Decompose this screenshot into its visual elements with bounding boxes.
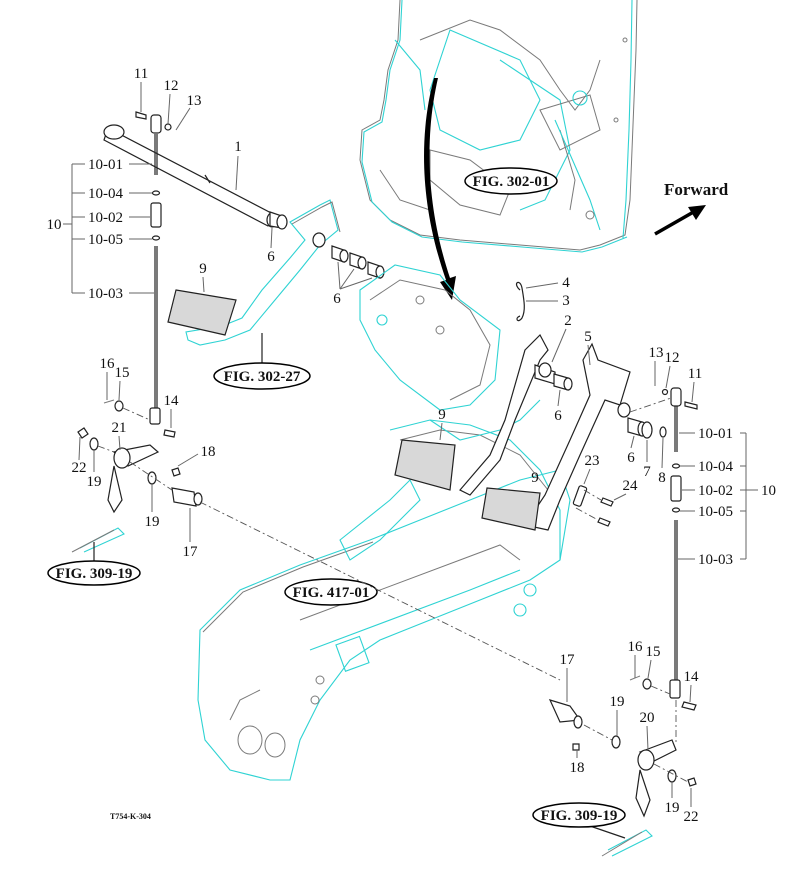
label-12-left: 12 xyxy=(164,78,179,94)
label-10-01-left: 10-01 xyxy=(88,157,123,173)
label-10-03-right: 10-03 xyxy=(698,552,733,568)
label-11-left: 11 xyxy=(134,66,148,82)
fig-302-01-label: FIG. 302-01 xyxy=(473,174,550,190)
label-10-right: 10 xyxy=(761,483,776,499)
fig-309-19-right-label: FIG. 309-19 xyxy=(541,808,618,824)
label-10-left: 10 xyxy=(47,217,62,233)
label-9-right-a: 9 xyxy=(438,407,446,423)
bushings-6-group xyxy=(331,245,385,279)
label-8: 8 xyxy=(658,470,666,486)
left-part-labels: 11 12 13 1 10 10-01 10-04 10-02 10-05 10… xyxy=(47,66,373,560)
left-brake-pedal xyxy=(167,199,341,346)
label-11-right: 11 xyxy=(688,366,702,382)
label-18-right: 18 xyxy=(570,760,585,776)
forward-label: Forward xyxy=(664,180,729,199)
label-19-right-b: 19 xyxy=(665,800,680,816)
cross-shaft xyxy=(103,124,278,228)
washer-7 xyxy=(641,421,653,439)
label-4: 4 xyxy=(562,275,570,291)
label-10-04-right: 10-04 xyxy=(698,459,733,475)
label-1: 1 xyxy=(234,139,242,155)
label-5: 5 xyxy=(584,329,592,345)
label-6-right-a: 6 xyxy=(554,408,562,424)
rod-assembly-right xyxy=(669,406,682,699)
label-13-left: 13 xyxy=(187,93,202,109)
right-brake-pedal-2 xyxy=(394,334,556,496)
label-19-left-a: 19 xyxy=(87,474,102,490)
right-brake-pedal-5 xyxy=(481,342,631,531)
label-22-left: 22 xyxy=(72,460,87,476)
label-16-left: 16 xyxy=(100,356,116,372)
switch-23 xyxy=(572,485,588,507)
snap-ring-8 xyxy=(659,426,667,438)
label-10-04-left: 10-04 xyxy=(88,186,123,202)
label-7: 7 xyxy=(643,464,651,480)
forward-arrow-icon xyxy=(654,205,706,236)
label-12-right: 12 xyxy=(665,350,680,366)
label-10-02-left: 10-02 xyxy=(88,210,123,226)
label-21: 21 xyxy=(112,420,127,436)
fig-302-01-callout[interactable]: FIG. 302-01 xyxy=(464,167,558,195)
label-14-left: 14 xyxy=(164,393,180,409)
label-19-left-b: 19 xyxy=(145,514,160,530)
label-6-left-b: 6 xyxy=(333,291,341,307)
label-10-05-right: 10-05 xyxy=(698,504,733,520)
label-10-01-right: 10-01 xyxy=(698,426,733,442)
fig-302-27-callout[interactable]: FIG. 302-27 xyxy=(213,333,311,390)
right-part-labels: 4 3 2 5 6 6 7 8 13 12 11 10-01 10-04 10-… xyxy=(438,275,776,825)
bushing-6-left xyxy=(269,211,288,230)
label-14-right: 14 xyxy=(684,669,700,685)
label-24: 24 xyxy=(623,478,639,494)
spring-3 xyxy=(515,281,525,322)
label-10-03-left: 10-03 xyxy=(88,286,123,302)
label-23: 23 xyxy=(585,453,600,469)
rod-assembly-left xyxy=(149,134,162,425)
clevis-right xyxy=(629,387,698,413)
label-9-left: 9 xyxy=(199,261,207,277)
label-17-right: 17 xyxy=(560,652,576,668)
label-10-05-left: 10-05 xyxy=(88,232,123,248)
left-lower-linkage xyxy=(71,399,561,681)
pedal-bracket xyxy=(359,264,501,411)
clevis-left xyxy=(135,111,172,134)
label-10-02-right: 10-02 xyxy=(698,483,733,499)
label-6-right-b: 6 xyxy=(627,450,635,466)
label-13-right: 13 xyxy=(649,345,664,361)
fig-309-19-left-callout[interactable]: FIG. 309-19 xyxy=(47,542,141,586)
fig-309-19-left-label: FIG. 309-19 xyxy=(56,566,133,582)
drawing-code: T754-K-304 xyxy=(110,812,151,821)
bushing-6-right-a xyxy=(553,373,573,391)
label-6-left-a: 6 xyxy=(267,249,275,265)
label-9-right-b: 9 xyxy=(531,470,539,486)
fig-417-01-callout[interactable]: FIG. 417-01 xyxy=(284,578,378,606)
transmission-housing xyxy=(197,399,571,781)
label-22-right: 22 xyxy=(684,809,699,825)
label-16-right: 16 xyxy=(628,639,644,655)
upper-pedal-housing xyxy=(359,0,638,253)
assembly-arrow xyxy=(424,78,456,300)
label-15-right: 15 xyxy=(646,644,661,660)
label-20: 20 xyxy=(640,710,655,726)
fig-302-27-label: FIG. 302-27 xyxy=(224,369,301,385)
fig-417-01-label: FIG. 417-01 xyxy=(293,585,370,601)
label-17-left: 17 xyxy=(183,544,199,560)
label-15-left: 15 xyxy=(115,365,130,381)
label-19-right-a: 19 xyxy=(610,694,625,710)
bolt-24-pair xyxy=(575,489,614,527)
label-2: 2 xyxy=(564,313,572,329)
right-lower-linkage xyxy=(548,675,697,857)
label-18-left: 18 xyxy=(201,444,216,460)
fig-309-19-right-callout[interactable]: FIG. 309-19 xyxy=(532,802,626,839)
label-3: 3 xyxy=(562,293,570,309)
